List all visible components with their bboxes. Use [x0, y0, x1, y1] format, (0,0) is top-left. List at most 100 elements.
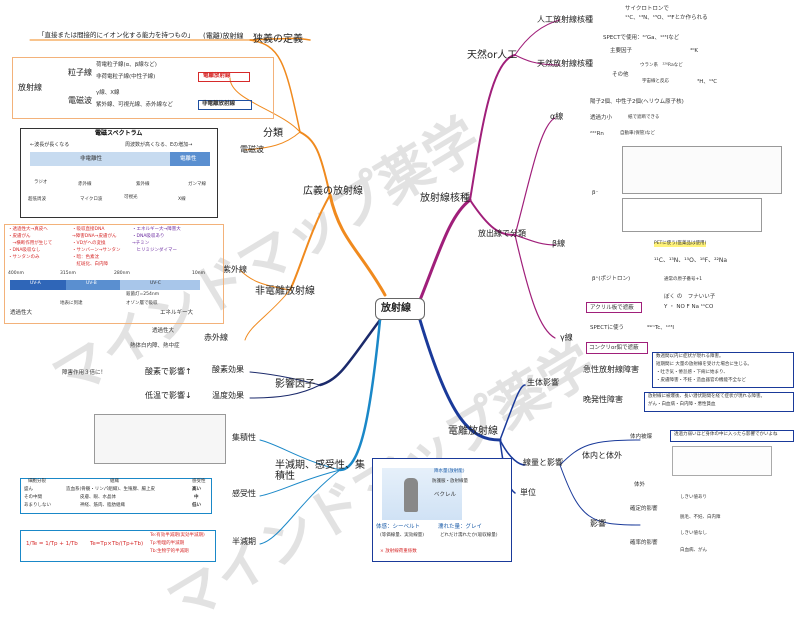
nonionizing-badge — [198, 100, 252, 110]
sens-r2c0: あまりしない — [24, 503, 51, 508]
ionizing-label: 電離放射線 — [203, 73, 231, 79]
beta-minus-box — [622, 146, 782, 194]
uv-energy: エネルギー大 — [160, 310, 194, 316]
em-band-elf: 超低周波 — [28, 197, 46, 202]
acute-note1: 短期間に 大量の放射線を受けた場合に生じる。 — [656, 362, 752, 367]
acute-note3: ・皮膚障害・不妊・造血器官の機能不全など — [656, 378, 746, 383]
gamma-label[interactable]: γ線 — [560, 333, 573, 342]
effect-note2: しきい値なし — [680, 531, 707, 536]
pet-nuclides: ¹¹C、¹³N、¹⁵O、¹⁸F、²²Na — [654, 257, 728, 264]
sens-r0c2: 高い — [192, 487, 201, 492]
broad-label[interactable]: 広義の放射線 — [303, 186, 363, 197]
alpha-item0: 陽子2個、中性子2個(ヘリウム原子核) — [590, 99, 684, 105]
alpha-label[interactable]: α線 — [550, 112, 564, 121]
class-wave: 電磁波 — [68, 96, 92, 105]
late-label[interactable]: 晩発性障害 — [583, 395, 623, 404]
ir-label[interactable]: 赤外線 — [204, 333, 228, 342]
em-band-gamma: ガンマ線 — [188, 182, 206, 187]
center-label: 放射線 — [381, 303, 411, 314]
factor: × 放射線荷重係数 — [380, 549, 417, 554]
acute-label[interactable]: 急性放射線障害 — [583, 365, 639, 374]
natural-label[interactable]: 天然or人工 — [467, 50, 518, 61]
acute-note2: ・吐き気・倦怠感・下痢に始まり、 — [656, 370, 728, 375]
uv-note-m2: ・VDがへの変換 — [72, 241, 106, 246]
em-label[interactable]: 電磁波 — [240, 145, 264, 154]
dose-label[interactable]: 線量と影響 — [523, 458, 563, 467]
half-label[interactable]: 半減期、感受性、集積性 — [275, 460, 365, 482]
classification-label[interactable]: 分類 — [263, 128, 283, 139]
person-note: 防護服・放射線量 — [432, 479, 468, 484]
late-note0: 放射線に被爆後、長い潜伏期間を経て症状が現れる障害。 — [648, 394, 765, 399]
uv-note-r2: →チミン — [132, 241, 150, 246]
sens-r0c0: 盛ん — [24, 487, 33, 492]
uv-a-bar — [10, 280, 66, 290]
oxygen-val: 酸素で影響↑ — [145, 367, 192, 376]
class-particle: 粒子線 — [68, 68, 92, 77]
uv-box — [4, 224, 224, 324]
influence-label[interactable]: 影響因子 — [275, 379, 315, 390]
beta-label[interactable]: β線 — [552, 239, 566, 248]
em-freq: 周波数が高くなる、Eの増加→ — [125, 142, 193, 148]
halflife-note0: Te:有効半減期(実効半減期) — [150, 533, 205, 538]
em-band-radio: ラジオ — [34, 180, 48, 185]
oxygen-note: 障害作用３倍に！ — [62, 370, 107, 376]
uv-note-m4: ・暗：色素沈 — [72, 255, 99, 260]
uv-b: UV-B — [86, 281, 97, 286]
em-band-x: X線 — [178, 197, 186, 202]
bio-label[interactable]: 生体影響 — [527, 378, 559, 387]
em-nonion-bar — [30, 152, 170, 166]
spect-note: SPECTで使用：⁶⁷Ga、¹²³Iなど — [603, 35, 680, 41]
main-factor: 主要因子 — [610, 48, 633, 54]
uv-b-bar — [66, 280, 120, 290]
beta-mnemonic-box — [622, 198, 762, 232]
accum-label[interactable]: 集積性 — [232, 433, 256, 442]
cyclotron: サイクロトロンで — [625, 6, 669, 12]
class-wave-2: 紫外線、可視光線、赤外線など — [96, 102, 174, 108]
center-node[interactable] — [375, 298, 425, 320]
ir-note-b: 熱体白内障、熱中症 — [130, 343, 180, 349]
uv-sterile: 殺菌灯=254nm — [126, 292, 160, 297]
uv-label[interactable]: 紫外線 — [223, 265, 247, 274]
oxygen-label[interactable]: 酸素効果 — [212, 365, 244, 374]
body-label: 体感：シーベルト — [376, 524, 421, 530]
nonionizing-label: 非電離放射線 — [202, 101, 236, 107]
artificial-label[interactable]: 人工放射線核種 — [537, 15, 593, 24]
decay-label[interactable]: 放出線で分類 — [478, 229, 526, 238]
body-sub: (等価線量、実効線量) — [380, 533, 425, 538]
alpha-item2: ²²²Rn — [590, 131, 604, 137]
sens-h0: 細胞分裂 — [28, 479, 46, 484]
uv-note-m0: ・吸収直接DNA — [72, 227, 105, 232]
sens-r1c1: 皮膚、眼、水晶体 — [80, 495, 116, 500]
alpha-note0: 紙で遮断できる — [628, 115, 660, 120]
effect-note0: しきい値あり — [680, 495, 707, 500]
em-band-mw: マイクロ波 — [80, 197, 103, 202]
accum-table — [94, 414, 226, 464]
internal-label[interactable]: 体内と体外 — [582, 451, 622, 460]
temp-label[interactable]: 温度効果 — [212, 391, 244, 400]
nuclide-label[interactable]: 放射線核種 — [420, 193, 470, 204]
rad-note: 降水量(放射能) — [434, 469, 465, 474]
sens-label[interactable]: 感受性 — [232, 489, 256, 498]
effect-note3: 白血病、がん — [680, 548, 707, 553]
gamma-item1: ⁹⁹ᵐTc、¹²³I — [647, 325, 675, 331]
em-band-uv: 紫外線 — [136, 182, 150, 187]
em-band-vis: 可視光 — [124, 195, 138, 200]
nonion-label[interactable]: 非電離放射線 — [255, 286, 315, 297]
sens-r2c2: 低い — [192, 503, 201, 508]
ionizing-label[interactable]: 電離放射線 — [448, 426, 498, 437]
halflife-note1: Tp:物理的半減期 — [150, 541, 185, 546]
wet-label: 濡れた量：グレイ — [438, 524, 483, 530]
halflife-label[interactable]: 半減期 — [232, 537, 256, 546]
narrow-def-text: 「直接または間接的にイオン化する能力を持つもの」 — [38, 31, 194, 39]
uv-note-l3: ・DNA吸収なし — [8, 248, 41, 253]
uv-trans: 透過性大 — [10, 310, 33, 316]
uv-ozone: オゾン層で吸収 — [126, 301, 158, 306]
effect-label[interactable]: 影響 — [590, 519, 606, 528]
inner-note: 透過力弱いほど身体の中に入ったら影響でかいよね — [674, 432, 778, 437]
cosmic: 宇宙線と反応 — [642, 79, 669, 84]
unit-label[interactable]: 単位 — [520, 488, 536, 497]
narrow-def-label[interactable]: 狭義の定義 — [253, 34, 303, 45]
natural-nuclide-label[interactable]: 天然放射線核種 — [537, 59, 593, 68]
sens-r2c1: 神経、筋肉、脂肪組織 — [80, 503, 125, 508]
gamma-item0: SPECTに使う — [590, 325, 624, 331]
